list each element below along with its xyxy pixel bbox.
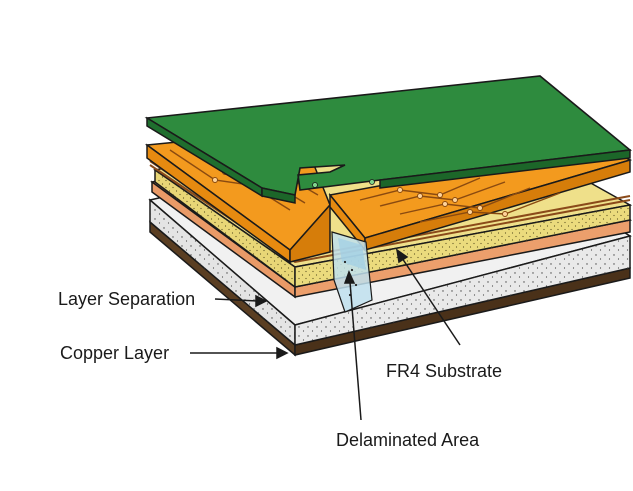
copper-layer-label: Copper Layer	[60, 343, 169, 363]
leader-lines	[190, 248, 461, 421]
delaminated-region	[331, 231, 373, 313]
fr4-substrate-label: FR4 Substrate	[386, 361, 502, 381]
delaminated-area-label: Delaminated Area	[336, 430, 480, 450]
layer-separation-label: Layer Separation	[58, 289, 195, 309]
solder-mask-layer	[144, 75, 632, 204]
